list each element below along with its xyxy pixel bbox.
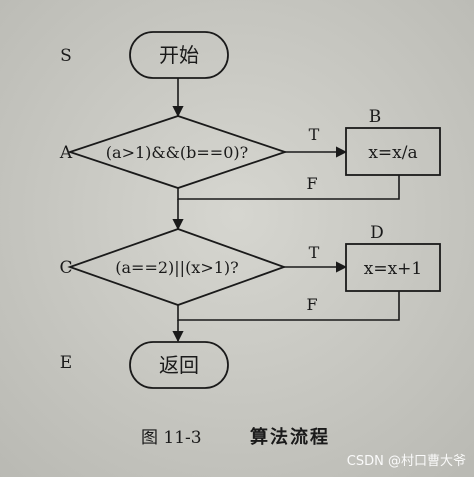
caption-title: 算法流程 bbox=[250, 426, 330, 448]
decision-a-diamond bbox=[67, 115, 288, 189]
start-terminal bbox=[129, 31, 229, 79]
point-label-d: D bbox=[370, 223, 384, 243]
branch-label-a-true: T bbox=[309, 125, 320, 144]
branch-label-c-false: F bbox=[306, 295, 317, 314]
point-label-b: B bbox=[369, 107, 382, 127]
connectors bbox=[172, 78, 400, 343]
point-label-c: C bbox=[59, 258, 72, 278]
edge-c-false-and-d-merge bbox=[177, 291, 400, 321]
csdn-watermark: CSDN @村口曹大爷 bbox=[347, 454, 466, 469]
point-label-s: S bbox=[60, 46, 72, 66]
branch-label-c-true: T bbox=[309, 243, 320, 262]
point-label-a: A bbox=[59, 143, 73, 163]
process-b-text: x=x/a bbox=[368, 143, 417, 163]
decision-a-text: (a>1)&&(b==0)? bbox=[106, 143, 248, 162]
decision-c-diamond bbox=[67, 228, 287, 306]
end-terminal bbox=[129, 341, 229, 389]
process-d-box bbox=[345, 243, 441, 292]
process-d-text: x=x+1 bbox=[364, 259, 422, 279]
end-text: 返回 bbox=[159, 353, 199, 377]
process-b-box bbox=[345, 127, 441, 176]
branch-label-a-false: F bbox=[306, 174, 317, 193]
start-text: 开始 bbox=[159, 43, 199, 67]
point-label-e: E bbox=[60, 353, 72, 373]
edge-a-false-and-b-merge bbox=[177, 175, 400, 200]
caption-number: 图 11-3 bbox=[141, 428, 202, 448]
decision-c-text: (a==2)||(x>1)? bbox=[115, 258, 238, 277]
